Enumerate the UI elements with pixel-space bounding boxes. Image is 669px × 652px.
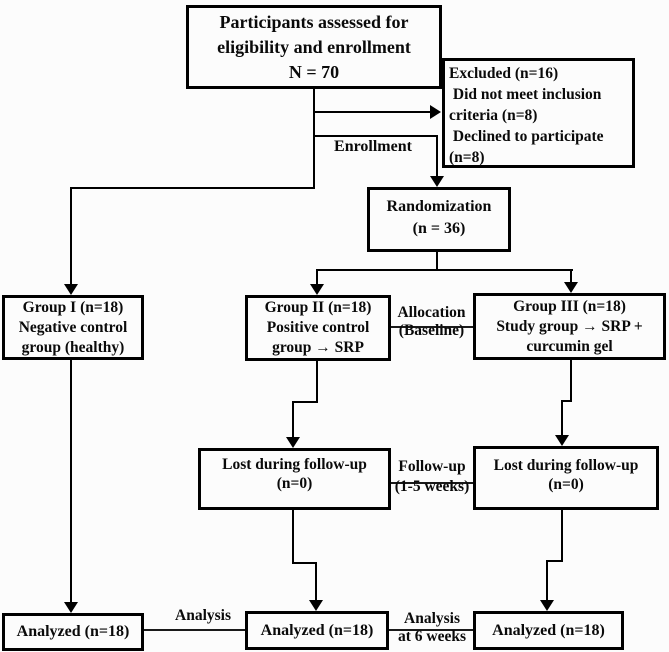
analysis-6weeks-label: Analysis at 6 weeks: [397, 610, 467, 645]
line-lost3-down-a: [561, 510, 563, 562]
arrowhead-group3: [564, 282, 578, 293]
arrowhead-group2: [310, 284, 324, 295]
line-group3-down-a: [570, 360, 572, 402]
line-group1-to-analyzed: [70, 360, 72, 604]
participants-box: Participants assessed for eligibility an…: [186, 5, 442, 89]
line-group1-horizontal: [70, 187, 315, 189]
line-group2-jog: [292, 401, 318, 403]
analysis-label: Analysis: [175, 607, 231, 624]
enrollment-label: Enrollment: [334, 138, 412, 155]
arrowhead-lost2: [286, 437, 300, 448]
analyzed2-box: Analyzed (n=18): [245, 611, 389, 650]
arrowhead-excluded: [430, 105, 441, 119]
group1-box: Group I (n=18) Negative control group (h…: [2, 295, 144, 360]
line-group3-jog: [561, 400, 572, 402]
line-lost3-down-b: [546, 560, 548, 602]
line-lost2-jog: [292, 562, 317, 564]
line-to-excluded: [314, 111, 431, 113]
line-analysis-6weeks: [387, 629, 473, 631]
line-participants-down: [313, 88, 315, 189]
line-lost2-down-a: [292, 510, 294, 564]
line-randomization-split: [316, 269, 573, 271]
allocation-label: Allocation (Baseline): [397, 304, 466, 339]
line-group2-down-b: [292, 401, 294, 439]
randomization-box: Randomization (n = 36): [367, 187, 511, 252]
line-enrollment-horizontal: [314, 135, 438, 137]
line-lost3-jog: [546, 560, 563, 562]
lost-followup2-box: Lost during follow-up (n=0): [198, 448, 391, 510]
line-randomization-down: [436, 252, 438, 271]
line-group1-vertical: [70, 187, 72, 286]
arrowhead-analyzed1: [64, 602, 78, 613]
line-allocation: [389, 326, 473, 328]
line-to-group3: [570, 269, 572, 285]
line-group2-down-a: [316, 361, 318, 403]
arrowhead-lost3: [555, 435, 569, 446]
group3-box: Group III (n=18) Study group → SRP + cur…: [473, 293, 666, 360]
lost-followup3-box: Lost during follow-up (n=0): [473, 446, 659, 510]
line-lost2-down-b: [315, 562, 317, 602]
followup-label: Follow-up (1-5 weeks): [394, 458, 470, 495]
line-enrollment-vertical: [436, 135, 438, 178]
arrowhead-randomization: [430, 176, 444, 187]
analyzed3-box: Analyzed (n=18): [473, 611, 624, 650]
arrowhead-group1: [64, 284, 78, 295]
excluded-box: Excluded (n=16) Did not meet inclusion c…: [442, 58, 635, 168]
line-analysis: [142, 629, 245, 631]
line-to-group2: [316, 269, 318, 285]
group2-box: Group II (n=18) Positive control group →…: [245, 295, 391, 361]
analyzed1-box: Analyzed (n=18): [2, 613, 144, 651]
arrowhead-analyzed3: [540, 600, 554, 611]
arrowhead-analyzed2: [309, 600, 323, 611]
line-group3-down-b: [561, 400, 563, 437]
line-followup: [389, 482, 473, 484]
